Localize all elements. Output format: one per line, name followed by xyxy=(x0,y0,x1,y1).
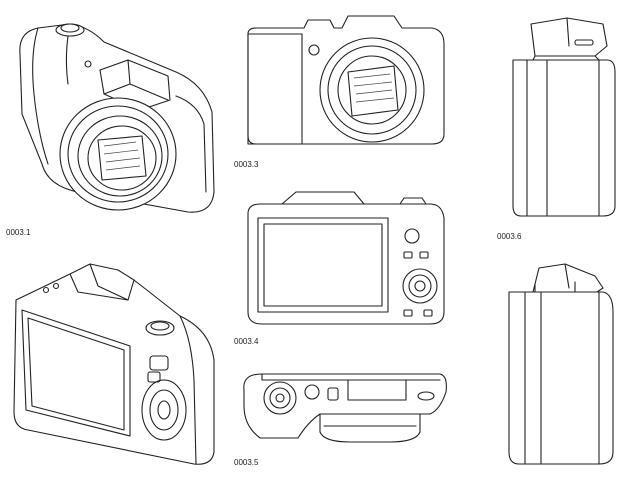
figure-label-0003-4: 0003.4 xyxy=(234,337,259,346)
camera-front-view xyxy=(244,14,449,149)
camera-rear-view xyxy=(244,190,449,330)
camera-rear-perspective-view xyxy=(8,260,223,470)
figure-label-0003-5: 0003.5 xyxy=(234,458,259,467)
camera-front-perspective-view xyxy=(8,14,223,219)
figure-label-0003-3: 0003.3 xyxy=(234,160,259,169)
figure-label-0003-6: 0003.6 xyxy=(497,232,522,241)
camera-top-view xyxy=(240,366,450,451)
camera-side-view-left xyxy=(505,262,615,467)
figure-label-0003-1: 0003.1 xyxy=(6,228,31,237)
camera-side-view-right xyxy=(507,16,617,221)
